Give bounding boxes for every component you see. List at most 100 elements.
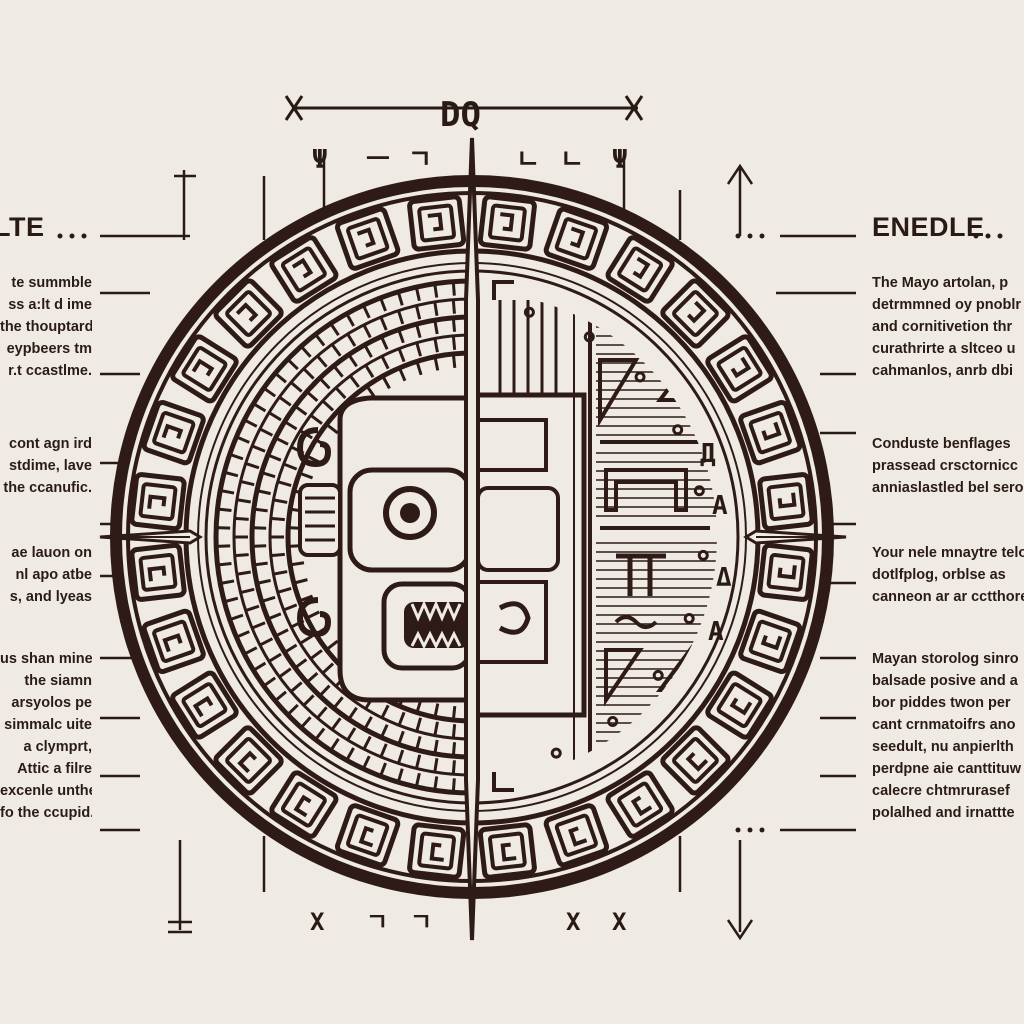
paragraph-line: cahmanlos, anrb dbi bbox=[872, 363, 1013, 379]
paragraph-line: us shan mine bbox=[0, 651, 92, 667]
left-paragraph: te summble ss a:lt d ime the thouptard e… bbox=[0, 272, 92, 382]
glyph-block bbox=[269, 770, 339, 839]
ring-glyph: ㄴ bbox=[560, 145, 584, 175]
glyph-block bbox=[705, 670, 774, 740]
glyph-block bbox=[129, 542, 187, 602]
ring-glyph: ㄴ bbox=[516, 145, 540, 175]
paragraph-line: and cornitivetion thr bbox=[872, 319, 1013, 335]
paragraph-line: ae lauon on bbox=[11, 545, 92, 561]
paragraph-line: anniaslastled bel sero bbox=[872, 480, 1024, 496]
disc-letter: A bbox=[708, 617, 724, 647]
glyph-block bbox=[269, 235, 339, 304]
outer-glyph-band bbox=[129, 194, 815, 880]
paragraph-line: s, and lyeas bbox=[9, 589, 92, 605]
paragraph-line: balsade posive and a bbox=[872, 673, 1018, 689]
glyph-block bbox=[407, 822, 467, 880]
glyph-block bbox=[543, 803, 610, 868]
glyph-block bbox=[141, 608, 206, 675]
title-dots bbox=[57, 233, 1003, 833]
glyph-block bbox=[407, 194, 467, 252]
paragraph-line: bor piddes twon per bbox=[872, 695, 1011, 711]
disc-letters: Д A Δ A bbox=[700, 439, 732, 647]
paragraph-line: excenle unthe bbox=[0, 783, 92, 799]
paragraph-line: a clymprt, bbox=[23, 739, 93, 755]
paragraph-line: calecre chtmrurasef bbox=[872, 783, 1010, 799]
right-paragraph: Conduste benflages prassead crsctornicc … bbox=[872, 433, 1024, 499]
top-ring-glyphs: Ψ ㅡ ㄱ ㄴ ㄴ Ψ bbox=[312, 145, 628, 175]
glyph-block bbox=[170, 334, 239, 404]
paragraph-line: eypbeers tm bbox=[6, 341, 92, 357]
glyph-block bbox=[757, 542, 815, 602]
paragraph-line: the ccanufic. bbox=[3, 480, 92, 496]
disc-letter: Д bbox=[700, 439, 716, 469]
ring-glyph: ㅡ bbox=[366, 145, 390, 175]
right-title: ENEDLE bbox=[872, 212, 985, 242]
ring-glyph: ㄱ bbox=[366, 908, 388, 936]
glyph-block bbox=[129, 472, 187, 532]
top-ticks bbox=[174, 155, 754, 240]
paragraph-line: Conduste benflages bbox=[872, 436, 1011, 452]
glyph-block bbox=[705, 334, 774, 404]
glyph-block bbox=[660, 278, 731, 349]
left-paragraph: us shan mine the siamn arsyolos pe simma… bbox=[0, 648, 92, 824]
paragraph-line: dotlfplog, orblse as bbox=[872, 567, 1006, 583]
paragraph-line: r.t ccastlme. bbox=[8, 363, 92, 379]
ring-glyph: X bbox=[310, 908, 325, 936]
paragraph-line: stdime, lave bbox=[8, 458, 92, 474]
paragraph-line: perdpne aie canttituw bbox=[872, 761, 1022, 777]
glyph-block bbox=[477, 822, 537, 880]
ring-glyph: ㄱ bbox=[410, 908, 432, 936]
left-title: LTE bbox=[0, 212, 45, 242]
right-paragraph: Mayan storolog sinro balsade posive and … bbox=[872, 648, 1024, 824]
glyph-block bbox=[738, 608, 803, 675]
glyph-block bbox=[477, 194, 537, 252]
ring-glyph: Ψ bbox=[612, 145, 628, 175]
paragraph-line: Attic a filre bbox=[17, 761, 92, 777]
glyph-block bbox=[605, 235, 675, 304]
glyph-block bbox=[213, 278, 284, 349]
glyph-block bbox=[334, 803, 401, 868]
glyph-block bbox=[757, 472, 815, 532]
paragraph-line: fo the ccupid. bbox=[0, 805, 92, 821]
header-glyph: DQ bbox=[440, 95, 481, 135]
top-dimension-line bbox=[284, 95, 644, 121]
paragraph-line: te summble bbox=[11, 275, 92, 291]
central-spine bbox=[464, 137, 480, 941]
paragraph-line: seedult, nu anpierlth bbox=[872, 739, 1014, 755]
right-paragraph: The Mayo artolan, p detrmmned oy pnoblr … bbox=[872, 272, 1024, 382]
bottom-ring-glyphs: X ㄱ ㄱ X X bbox=[310, 908, 627, 936]
disc-letter: Δ bbox=[716, 563, 732, 593]
paragraph-line: The Mayo artolan, p bbox=[872, 275, 1009, 291]
glyph-block bbox=[213, 725, 284, 796]
paragraph-line: simmalc uite bbox=[4, 717, 92, 733]
paragraph-line: cant crnmatoifrs ano bbox=[872, 717, 1016, 733]
paragraph-line: nl apo atbe bbox=[15, 567, 92, 583]
left-paragraph: ae lauon on nl apo atbe s, and lyeas bbox=[0, 542, 92, 608]
left-paragraph: cont agn ird stdime, lave the ccanufic. bbox=[0, 433, 92, 499]
paragraph-line: arsyolos pe bbox=[11, 695, 92, 711]
ring-glyph: X bbox=[566, 908, 581, 936]
paragraph-line: the thouptard bbox=[0, 319, 92, 335]
glyph-block bbox=[605, 770, 675, 839]
right-paragraph: Your nele mnaytre telo dotlfplog, orblse… bbox=[872, 542, 1024, 608]
ring-glyph: Ψ bbox=[312, 145, 328, 175]
paragraph-line: Mayan storolog sinro bbox=[872, 651, 1019, 667]
ring-glyph: X bbox=[612, 908, 627, 936]
disc-letter: A bbox=[712, 491, 728, 521]
face-eye bbox=[383, 486, 437, 540]
paragraph-line: detrmmned oy pnoblr bbox=[872, 297, 1022, 313]
paragraph-line: canneon ar ar cctthore bbox=[872, 589, 1024, 605]
glyph-block bbox=[141, 399, 206, 466]
paragraph-line: cont agn ird bbox=[9, 436, 92, 452]
right-leader-lines bbox=[678, 234, 856, 941]
paragraph-line: curathrirte a sltceo u bbox=[872, 341, 1016, 357]
ring-glyph: ㄱ bbox=[408, 145, 432, 175]
paragraph-line: prassead crsctornicc bbox=[872, 458, 1018, 474]
glyph-block bbox=[738, 399, 803, 466]
paragraph-line: ss a:lt d ime bbox=[8, 297, 92, 313]
glyph-block bbox=[543, 206, 610, 271]
glyph-block bbox=[334, 206, 401, 271]
glyph-block bbox=[170, 670, 239, 740]
paragraph-line: polalhed and irnattte bbox=[872, 805, 1015, 821]
